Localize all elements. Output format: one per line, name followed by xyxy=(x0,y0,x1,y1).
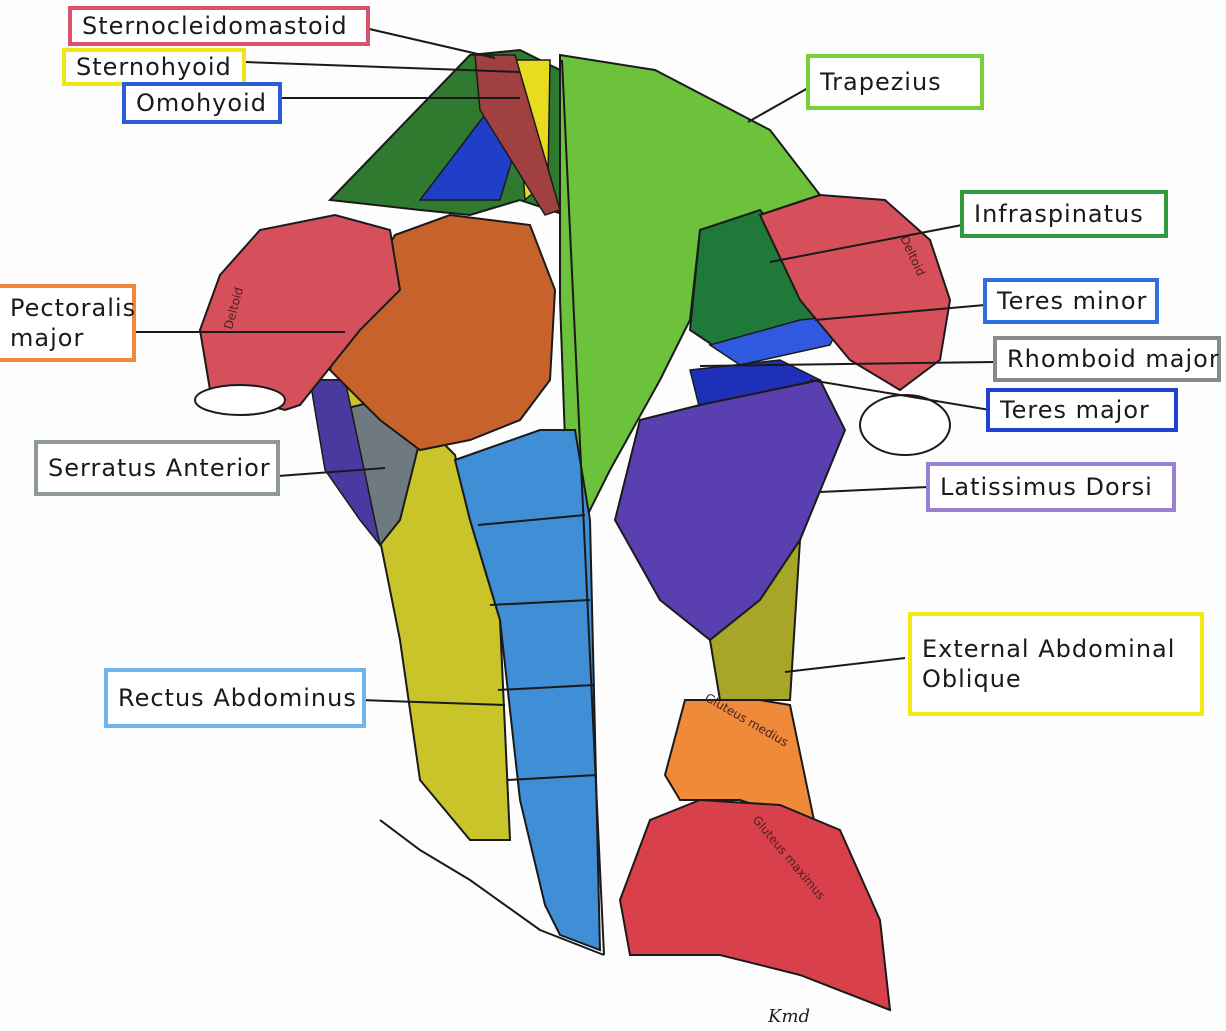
deltoid-left-cut xyxy=(194,384,286,416)
torso-outline-left xyxy=(379,819,605,956)
label-external-oblique-line1: External Abdominal xyxy=(922,635,1176,663)
label-sternocleidomastoid-text: Sternocleidomastoid xyxy=(82,12,348,40)
label-rectus-abdominus: Rectus Abdominus xyxy=(104,668,366,728)
label-teres-major: Teres major xyxy=(986,388,1178,432)
label-trapezius-text: Trapezius xyxy=(820,68,942,96)
leader-trapezius xyxy=(747,87,809,123)
label-pectoralis-major-line2: major xyxy=(10,324,85,352)
label-latissimus-dorsi-text: Latissimus Dorsi xyxy=(940,473,1153,501)
label-serratus-anterior: Serratus Anterior xyxy=(34,440,280,496)
label-omohyoid-text: Omohyoid xyxy=(136,89,267,117)
latissimus-dorsi-muscle xyxy=(613,378,847,642)
deltoid-left-muscle xyxy=(198,213,402,412)
leader-serratus-anterior xyxy=(277,467,386,477)
sternocleidomastoid-muscle xyxy=(474,54,561,216)
leader-teres-major xyxy=(809,379,991,411)
label-infraspinatus: Infraspinatus xyxy=(960,190,1168,238)
label-rectus-abdominus-text: Rectus Abdominus xyxy=(118,684,357,712)
label-serratus-anterior-text: Serratus Anterior xyxy=(48,454,271,482)
leader-rectus-abdominus xyxy=(359,699,506,706)
label-infraspinatus-text: Infraspinatus xyxy=(974,200,1144,228)
label-external-abdominal-oblique: External Abdominal Oblique xyxy=(908,612,1204,716)
label-sternocleidomastoid: Sternocleidomastoid xyxy=(68,6,370,46)
external-oblique-back xyxy=(708,536,802,701)
label-pectoralis-major-line1: Pectoralis xyxy=(10,294,137,322)
label-sternohyoid-text: Sternohyoid xyxy=(76,53,232,81)
deltoid-right-cut xyxy=(859,394,951,456)
leader-teres-minor xyxy=(814,304,986,321)
rectus-abdominus-muscle xyxy=(453,429,602,952)
label-latissimus-dorsi: Latissimus Dorsi xyxy=(926,462,1176,512)
leader-sternohyoid xyxy=(244,61,521,73)
leader-rhomboid-major xyxy=(699,361,996,367)
label-sternohyoid: Sternohyoid xyxy=(62,48,246,86)
leader-lines xyxy=(135,27,996,706)
deltoid-right-muscle xyxy=(758,193,952,392)
leader-infraspinatus xyxy=(769,224,963,263)
label-rhomboid-major-text: Rhomboid major xyxy=(1007,345,1220,373)
label-teres-minor: Teres minor xyxy=(983,278,1159,324)
label-trapezius: Trapezius xyxy=(806,54,984,110)
label-omohyoid: Omohyoid xyxy=(122,82,282,124)
label-teres-minor-text: Teres minor xyxy=(997,287,1148,315)
gluteus-maximus-muscle xyxy=(618,798,892,1012)
midline-divider xyxy=(561,59,605,956)
leader-sternocleidomastoid xyxy=(364,27,496,59)
leader-external-oblique xyxy=(784,657,906,673)
leader-latissimus-dorsi xyxy=(819,486,929,493)
label-pectoralis-major: Pectoralis major xyxy=(0,284,136,362)
rectus-segment-lines xyxy=(477,514,598,781)
label-teres-major-text: Teres major xyxy=(1000,396,1150,424)
signature: Kmd xyxy=(767,1006,810,1027)
label-external-oblique-line2: Oblique xyxy=(922,665,1022,693)
label-rhomboid-major: Rhomboid major xyxy=(993,336,1221,382)
